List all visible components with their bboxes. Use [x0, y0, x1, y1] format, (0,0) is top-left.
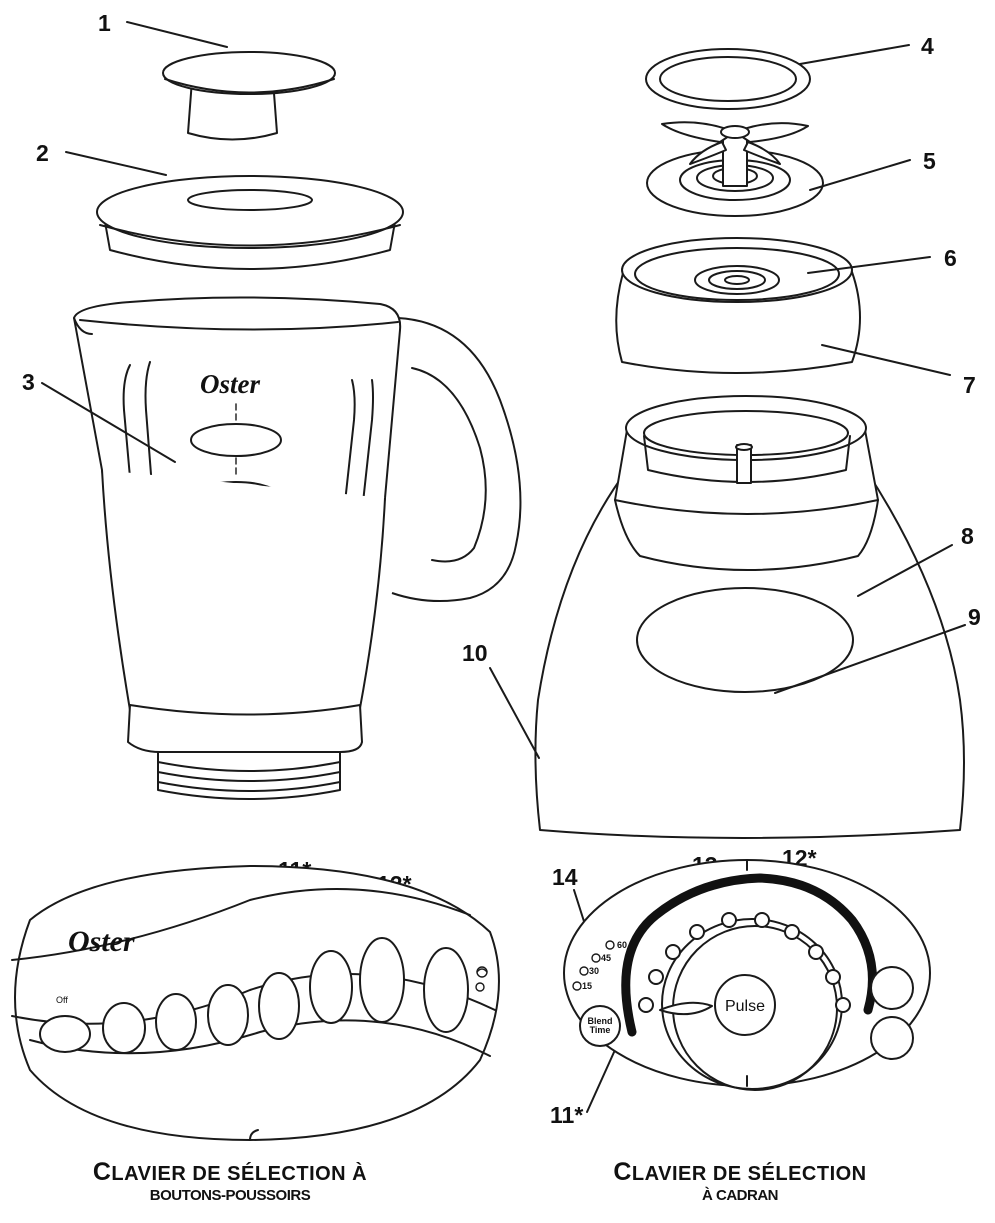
part-motor-base: [535, 396, 964, 838]
jar-brand-logo: Oster: [200, 369, 260, 399]
speed-button-3[interactable]: [208, 985, 248, 1045]
label-10: 10: [462, 640, 488, 666]
label-2: 2: [36, 140, 49, 166]
caption-push-line1: LAVIER DE SÉLECTION À: [111, 1163, 367, 1185]
off-button[interactable]: [40, 1016, 90, 1052]
speed-button-4[interactable]: [259, 973, 299, 1039]
caption-dial-initial: C: [613, 1158, 632, 1186]
label-9: 9: [968, 604, 981, 630]
part-glass-jar: Oster: [74, 297, 520, 799]
speed-button-2[interactable]: [156, 994, 196, 1050]
caption-dial-line1: LAVIER DE SÉLECTION: [632, 1163, 867, 1185]
timer-15: 15: [582, 981, 592, 991]
part-jar-lid: [97, 176, 403, 269]
part-jar-bottom-cap: [616, 238, 860, 373]
dial-side-button-top[interactable]: [871, 967, 913, 1009]
caption-push-line2: BOUTONS-POUSSOIRS: [40, 1187, 420, 1204]
caption-dial-panel: CLAVIER DE SÉLECTION À CADRAN: [550, 1158, 930, 1204]
dial-side-button-bottom[interactable]: [871, 1017, 913, 1059]
part-blade-assembly: [647, 122, 823, 216]
label-6: 6: [944, 245, 957, 271]
dial-panel: Pulse Blend Time 60 45 30 15: [564, 860, 930, 1090]
speed-button-6[interactable]: [360, 938, 404, 1022]
push-button-panel: Oster Off: [12, 866, 499, 1140]
label-7: 7: [963, 372, 976, 398]
off-label: Off: [56, 995, 68, 1005]
pulse-label: Pulse: [725, 998, 765, 1015]
label-14: 14: [552, 864, 578, 890]
label-1: 1: [98, 10, 111, 36]
speed-button-5[interactable]: [310, 951, 352, 1023]
caption-push-button-panel: CLAVIER DE SÉLECTION À BOUTONS-POUSSOIRS: [40, 1158, 420, 1204]
part-filler-cap: [163, 52, 335, 140]
label-11-dial: 11*: [550, 1102, 583, 1128]
part-sealing-ring: [646, 49, 810, 109]
pulse-button[interactable]: [424, 948, 468, 1032]
caption-dial-line2: À CADRAN: [550, 1187, 930, 1204]
timer-30: 30: [589, 966, 599, 976]
label-8: 8: [961, 523, 974, 549]
label-5: 5: [923, 148, 936, 174]
speed-button-1[interactable]: [103, 1003, 145, 1053]
label-3: 3: [22, 369, 35, 395]
timer-60: 60: [617, 940, 627, 950]
label-4: 4: [921, 33, 934, 59]
panel-brand-logo: Oster: [68, 925, 135, 958]
timer-45: 45: [601, 953, 611, 963]
blend-time-label-2: Time: [590, 1025, 611, 1035]
caption-push-initial: C: [93, 1158, 112, 1186]
